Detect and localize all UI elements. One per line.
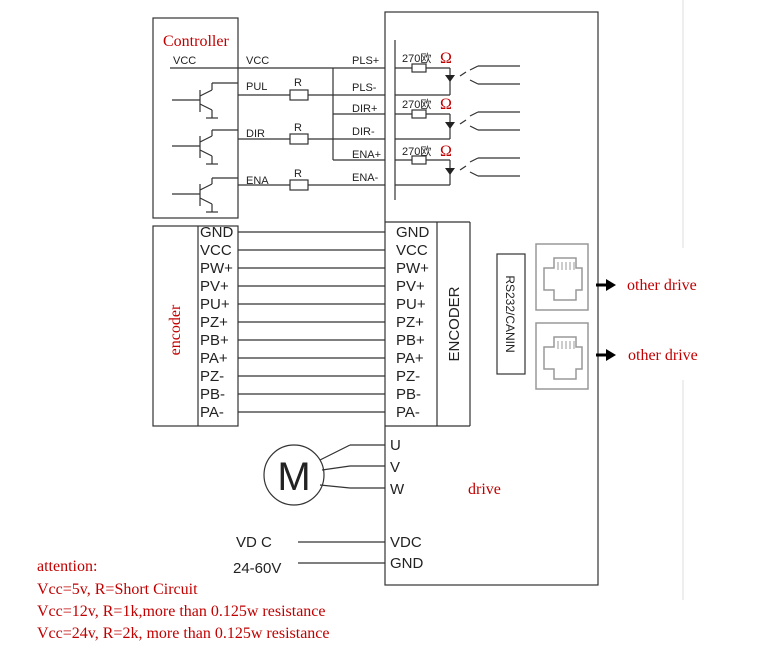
pin-dir-plus: DIR+ — [352, 103, 377, 115]
encoder-pin-pz-plus: PZ+ — [200, 314, 228, 331]
resistor-270-dir-label: 270欧 — [402, 98, 431, 111]
transistor-3 — [172, 177, 238, 213]
drive-pin-pa-plus: PA+ — [396, 350, 424, 367]
encoder-pin-gnd: GND — [200, 224, 234, 241]
drive-pin-pv: PV+ — [396, 278, 425, 295]
encoder-pin-pa-plus: PA+ — [200, 350, 228, 367]
other-drive-label-1: other drive — [627, 277, 697, 294]
pin-ena-plus: ENA+ — [352, 149, 381, 161]
phase-u: U — [390, 437, 401, 454]
rj45-port-1 — [535, 243, 589, 311]
encoder-pin-pb-plus: PB+ — [200, 332, 229, 349]
drive-pin-pa-minus: PA- — [396, 404, 420, 421]
power-supply-label: VD C — [236, 534, 272, 551]
resistor-pul-label: R — [294, 77, 302, 89]
encoder-pin-pv: PV+ — [200, 278, 229, 295]
resistor-dir-label: R — [294, 122, 302, 134]
transistor-1 — [172, 82, 238, 119]
controller-box — [152, 17, 239, 219]
attention-line-2: Vcc=12v, R=1k,more than 0.125w resistanc… — [37, 603, 326, 620]
resistor-dir — [289, 133, 309, 145]
encoder-pin-pz-minus: PZ- — [200, 368, 224, 385]
resistor-270-pls-label: 270欧 — [402, 52, 431, 65]
encoder-vertical-label: encoder — [167, 304, 184, 355]
drive-encoder-pin-labels: GND VCC PW+ PV+ PU+ PZ+ PB+ PA+ PZ- PB- … — [396, 224, 430, 421]
drive-pin-vdc: VDC — [390, 534, 422, 551]
pin-pls-plus: PLS+ — [352, 55, 379, 67]
resistor-ena-label: R — [294, 168, 302, 180]
arrow-other-drive-1 — [596, 279, 616, 291]
encoder-pin-pw: PW+ — [200, 260, 233, 277]
attention-line-3: Vcc=24v, R=2k, more than 0.125w resistan… — [37, 625, 330, 642]
resistor-270-ena-label: 270欧 — [402, 145, 431, 158]
optocoupler-dir: 270欧 Ω — [395, 96, 520, 140]
drive-pin-gnd: GND — [396, 224, 430, 241]
drive-pin-pu: PU+ — [396, 296, 426, 313]
controller-dir-label: DIR — [246, 128, 265, 140]
ohm-ena: Ω — [440, 143, 452, 160]
encoder-wires — [238, 231, 385, 413]
drive-pin-power-gnd: GND — [390, 555, 424, 572]
controller-pul-label: PUL — [246, 81, 267, 93]
encoder-box — [152, 225, 239, 427]
transistor-2 — [172, 129, 238, 165]
motor-symbol — [263, 444, 325, 506]
drive-pin-pw: PW+ — [396, 260, 429, 277]
drive-pin-pz-minus: PZ- — [396, 368, 420, 385]
attention-title: attention: — [37, 558, 97, 575]
rs232-can-box — [496, 253, 526, 375]
drive-pin-pb-minus: PB- — [396, 386, 421, 403]
arrow-other-drive-2 — [596, 349, 616, 361]
controller-title: Controller — [163, 33, 229, 50]
ohm-pls: Ω — [440, 50, 452, 67]
pin-pls-minus: PLS- — [352, 82, 377, 94]
optocoupler-ena: 270欧 Ω — [395, 143, 520, 186]
pin-ena-minus: ENA- — [352, 172, 379, 184]
ohm-dir: Ω — [440, 96, 452, 113]
rs232-can-label: RS232/CANIN — [503, 275, 517, 352]
resistor-pul — [289, 89, 309, 101]
encoder-pin-pb-minus: PB- — [200, 386, 225, 403]
encoder-pin-pu: PU+ — [200, 296, 230, 313]
attention-line-1: Vcc=5v, R=Short Circuit — [37, 581, 198, 598]
power-voltage-range: 24-60V — [233, 560, 281, 577]
motor-label: M — [277, 455, 310, 499]
pin-dir-minus: DIR- — [352, 126, 375, 138]
resistor-ena — [289, 179, 309, 191]
phase-v: V — [390, 459, 400, 476]
optocoupler-pls: 270欧 Ω — [395, 50, 520, 96]
drive-label: drive — [468, 481, 501, 498]
controller-vcc-label-right: VCC — [246, 55, 269, 67]
phase-w: W — [390, 481, 405, 498]
encoder-pin-pa-minus: PA- — [200, 404, 224, 421]
controller-ena-label: ENA — [246, 175, 269, 187]
rj45-port-2 — [535, 322, 589, 390]
drive-pin-pb-plus: PB+ — [396, 332, 425, 349]
drive-pin-pz-plus: PZ+ — [396, 314, 424, 331]
drive-pin-vcc: VCC — [396, 242, 428, 259]
encoder-pin-vcc: VCC — [200, 242, 232, 259]
encoder-pin-labels: GND VCC PW+ PV+ PU+ PZ+ PB+ PA+ PZ- PB- … — [200, 224, 234, 421]
controller-vcc-label: VCC — [173, 55, 196, 67]
drive-encoder-label: ENCODER — [446, 286, 463, 361]
other-drive-label-2: other drive — [628, 347, 698, 364]
